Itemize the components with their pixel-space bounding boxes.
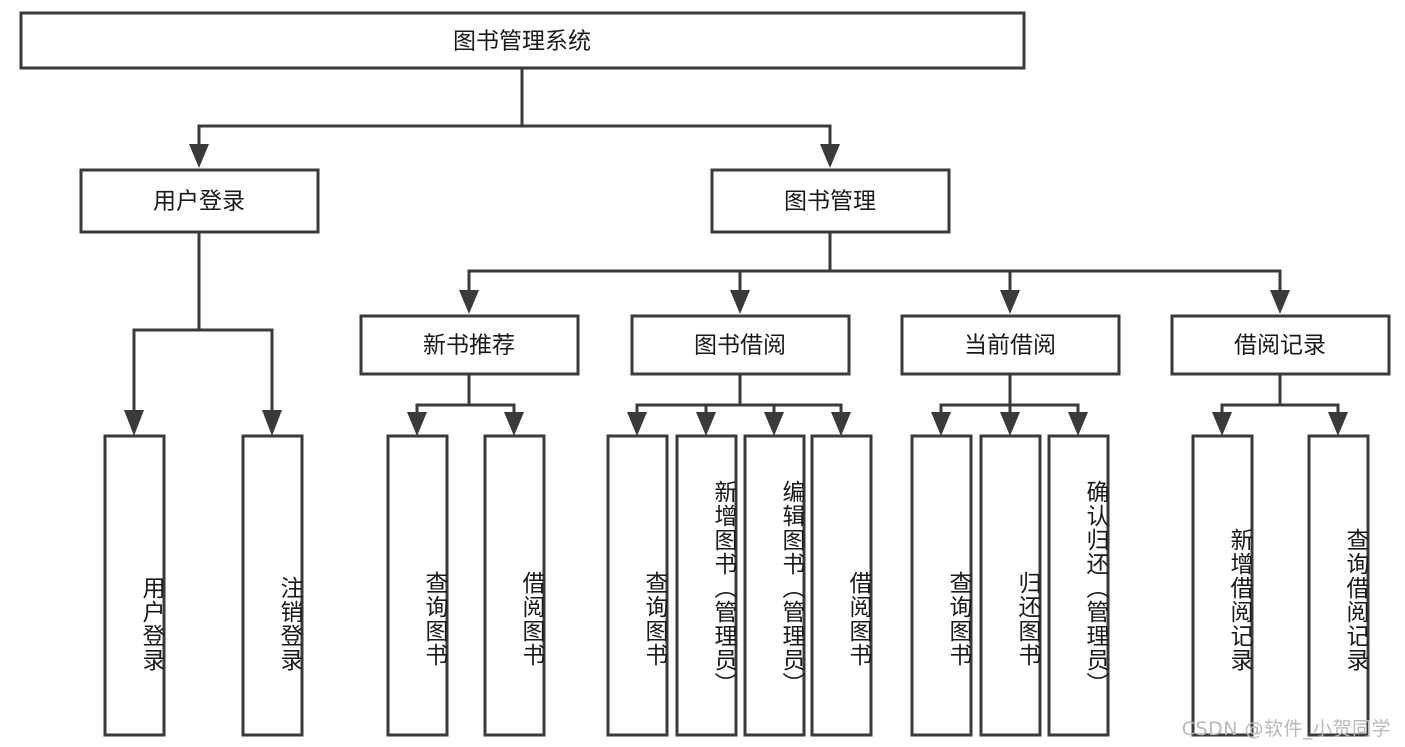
node-user-login-box[interactable]	[79, 168, 320, 234]
arrowhead-current-borrow	[1000, 290, 1020, 314]
arrowhead-leaf-user-login-2	[262, 410, 282, 436]
leaf-box-cb-2[interactable]	[979, 434, 1042, 737]
node-book-borrow-box[interactable]	[630, 314, 851, 376]
arrowhead-leaf-bb-3	[764, 412, 784, 436]
arrowhead-leaf-cb-2	[1000, 412, 1020, 436]
node-user-login-label: 用户登录	[153, 189, 245, 215]
leaf-boxes-current-borrow[interactable]	[910, 434, 1110, 737]
arrowhead-borrow-record	[1270, 290, 1290, 314]
node-new-book-recommend[interactable]: 新书推荐	[359, 314, 580, 376]
leaf-box-bb-4[interactable]	[810, 434, 873, 737]
leaf-box-br-1[interactable]	[1191, 434, 1254, 737]
leaf-boxes-book-borrow[interactable]	[606, 434, 873, 737]
node-new-book-recommend-label: 新书推荐	[423, 333, 515, 359]
connector-group-user-login	[124, 230, 282, 436]
node-book-management[interactable]: 图书管理	[710, 168, 951, 234]
node-book-borrow[interactable]: 图书借阅	[630, 314, 851, 376]
leaf-box-nbr-1[interactable]	[386, 434, 449, 737]
connector-group-new-book-recommend	[407, 372, 524, 436]
node-borrow-record-label: 借阅记录	[1234, 333, 1326, 359]
node-book-borrow-label: 图书借阅	[694, 333, 786, 359]
arrowhead-leaf-br-2	[1328, 412, 1348, 436]
connector-group-borrow-record	[1212, 372, 1348, 436]
leaf-box-bb-3[interactable]	[743, 434, 806, 737]
connector-group-book-mgmt	[459, 230, 1290, 314]
leaf-box-bb-1[interactable]	[606, 434, 669, 737]
leaf-box-br-2[interactable]	[1307, 434, 1370, 737]
arrowhead-leaf-bb-4	[831, 412, 851, 436]
node-borrow-record-box[interactable]	[1170, 314, 1391, 376]
arrowhead-book-borrow	[730, 290, 750, 314]
node-current-borrow-label: 当前借阅	[964, 333, 1056, 359]
arrowhead-leaf-nbr-1	[407, 412, 427, 436]
arrowhead-leaf-cb-1	[931, 412, 951, 436]
connector-group-current-borrow	[931, 372, 1088, 436]
connector-group-root	[189, 66, 840, 168]
leaf-boxes-user-login[interactable]	[103, 434, 304, 737]
leaf-box-user-login-2[interactable]	[241, 434, 304, 737]
arrowhead-leaf-bb-1	[627, 412, 647, 436]
leaf-box-nbr-2[interactable]	[483, 434, 546, 737]
watermark-label: CSDN @软件_小贺同学	[1181, 718, 1391, 740]
leaf-box-cb-3[interactable]	[1047, 434, 1110, 737]
leaf-boxes-borrow-record[interactable]	[1191, 434, 1370, 737]
leaf-box-user-login-1[interactable]	[103, 434, 166, 737]
leaf-box-cb-1[interactable]	[910, 434, 973, 737]
connector-group-book-borrow	[627, 372, 851, 436]
node-book-management-box[interactable]	[710, 168, 951, 234]
leaf-box-bb-2[interactable]	[675, 434, 738, 737]
node-new-book-recommend-box[interactable]	[359, 314, 580, 376]
arrowhead-leaf-bb-2	[696, 412, 716, 436]
node-book-management-label: 图书管理	[784, 189, 876, 215]
arrowhead-new-book-recommend	[459, 290, 479, 314]
arrowhead-user-login	[189, 144, 209, 168]
node-root-box[interactable]	[19, 11, 1026, 70]
leaf-boxes-new-book-recommend[interactable]	[386, 434, 546, 737]
arrowhead-leaf-br-1	[1212, 412, 1232, 436]
node-current-borrow-box[interactable]	[900, 314, 1121, 376]
arrowhead-leaf-cb-3	[1068, 412, 1088, 436]
arrowhead-leaf-nbr-2	[504, 412, 524, 436]
node-user-login[interactable]: 用户登录	[79, 168, 320, 234]
node-current-borrow[interactable]: 当前借阅	[900, 314, 1121, 376]
arrowhead-leaf-user-login-1	[124, 410, 144, 436]
node-root[interactable]: 图书管理系统	[19, 11, 1026, 70]
node-borrow-record[interactable]: 借阅记录	[1170, 314, 1391, 376]
arrowhead-book-mgmt	[820, 144, 840, 168]
node-root-label: 图书管理系统	[453, 29, 591, 55]
